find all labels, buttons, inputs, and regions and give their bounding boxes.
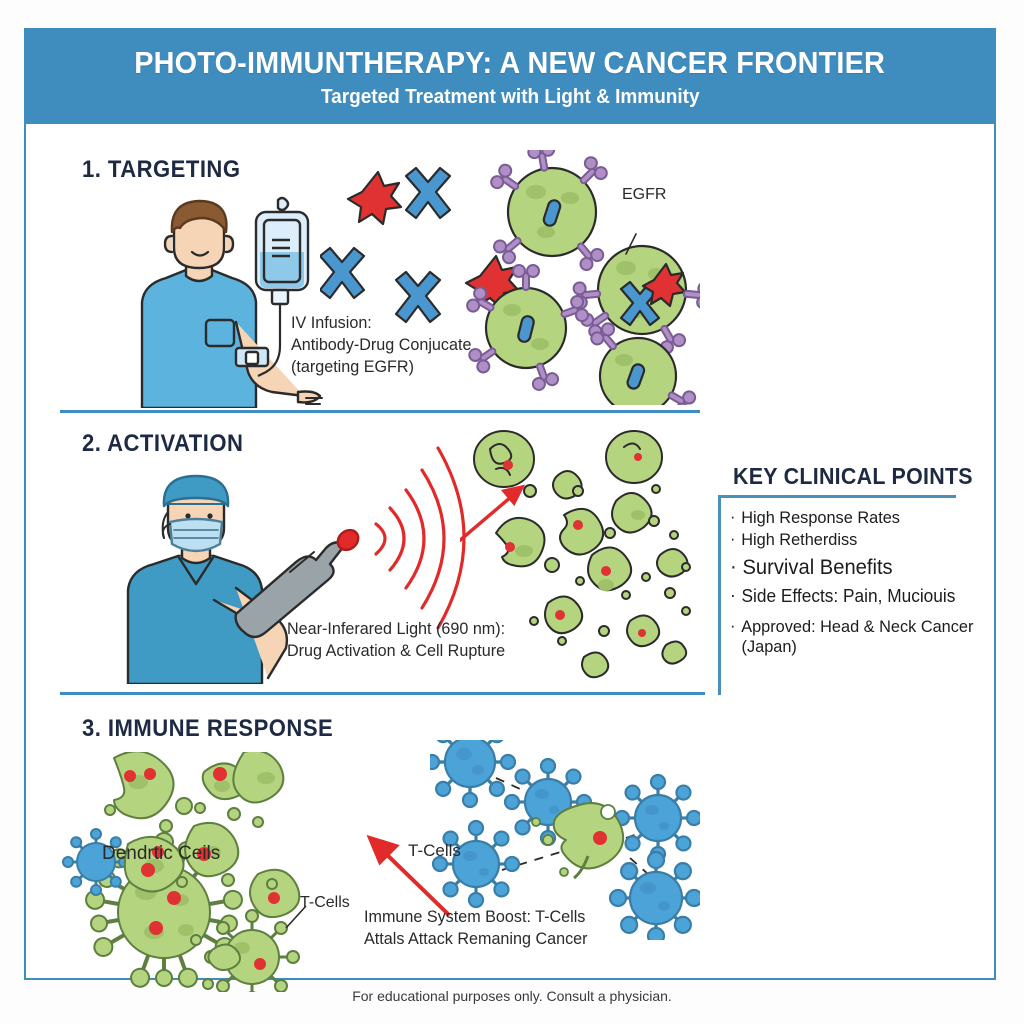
bullet-icon: · xyxy=(730,507,736,526)
key-point-label: Side Effects: Pain, Muciouis xyxy=(741,586,956,606)
clinician-laser-illustration xyxy=(126,474,360,684)
tcells-leader-line xyxy=(285,905,307,929)
key-point-item: · Side Effects: Pain, Muciouis xyxy=(730,586,982,607)
footer-disclaimer: For educational purposes only. Consult a… xyxy=(352,988,672,1004)
dendritic-cells-illustration xyxy=(62,752,301,992)
key-point-label: (Japan) xyxy=(741,637,797,656)
key-point-item: · Approved: Head & Neck Cancer xyxy=(730,617,982,637)
key-point-item: (Japan) xyxy=(730,637,982,657)
tcells-label-upper: T-Cells xyxy=(408,841,461,860)
section-2-caption: Near-Inferared Light (690 nm): Drug Acti… xyxy=(287,619,506,660)
key-point-item: · High Retherdiss xyxy=(730,530,982,550)
key-point-label: High Response Rates xyxy=(741,508,900,527)
key-point-label: Survival Benefits xyxy=(742,556,893,579)
egfr-label: EGFR xyxy=(622,186,667,203)
page-title: PHOTO-IMMUNTHERAPY: A NEW CANCER FRONTIE… xyxy=(134,45,886,80)
page-subtitle: Targeted Treatment with Light & Immunity xyxy=(320,86,700,108)
bullet-icon: · xyxy=(730,616,736,635)
bullet-icon: · xyxy=(730,529,736,548)
key-points-list: · High Response Rates · High Retherdiss … xyxy=(730,508,992,657)
section-2-heading: 2. ACTIVATION xyxy=(82,430,244,457)
bullet-icon: · xyxy=(730,585,736,605)
tcells-label-lower: T-Cells xyxy=(300,894,350,911)
ruptured-cancer-cells xyxy=(460,430,691,679)
patient-iv-illustration xyxy=(140,196,323,408)
divider-2 xyxy=(60,692,705,695)
bullet-icon: · xyxy=(730,555,737,578)
key-point-item: · High Response Rates xyxy=(730,508,982,528)
header-band: PHOTO-IMMUNTHERAPY: A NEW CANCER FRONTIE… xyxy=(26,30,994,124)
section-3-caption: Immune System Boost: T-Cells Attals Atta… xyxy=(364,907,588,948)
key-point-label: High Retherdiss xyxy=(741,530,858,549)
key-point-item: · Survival Benefits xyxy=(730,556,982,580)
key-point-label: Approved: Head & Neck Cancer xyxy=(741,617,974,636)
antibodies-and-cancer-cells-1 xyxy=(320,150,700,405)
immune-response-arrow xyxy=(366,834,450,916)
section-1-heading: 1. TARGETING xyxy=(82,156,241,183)
dendritic-cells-label: Dendrtic Ceils xyxy=(102,843,221,864)
tcells-network-illustration xyxy=(430,740,700,940)
section-3-heading: 3. IMMUNE RESPONSE xyxy=(82,715,334,742)
section-1-caption: IV Infusion: Antibody-Drug Conjucate (ta… xyxy=(291,313,472,376)
key-points-bracket xyxy=(718,495,956,695)
divider-1 xyxy=(60,410,700,413)
key-points-title: KEY CLINICAL POINTS xyxy=(733,463,973,489)
